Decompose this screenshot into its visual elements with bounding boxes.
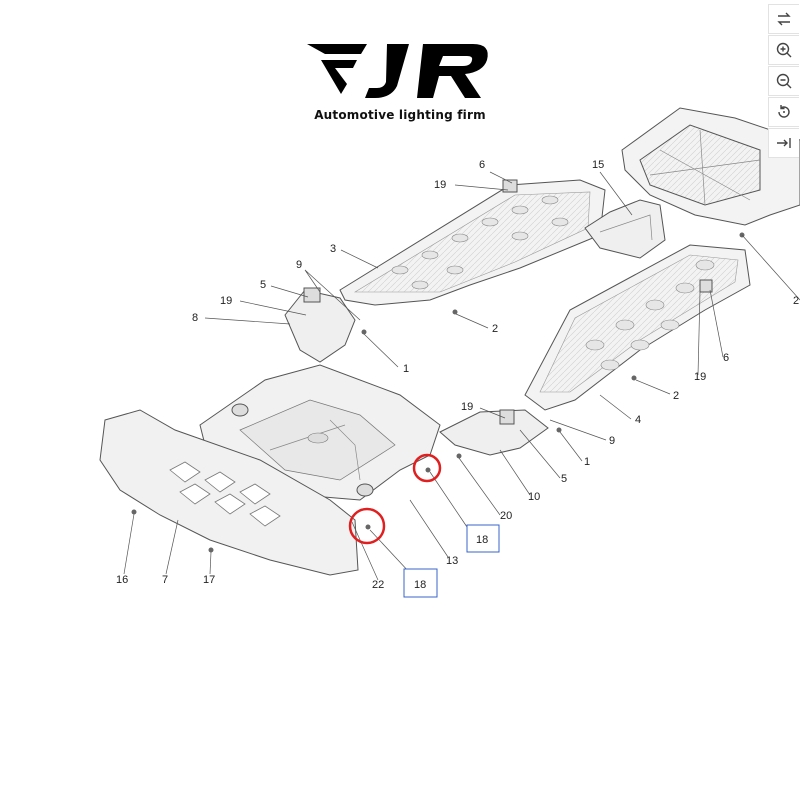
right-side-underbody-panel: [524, 244, 751, 411]
callout-19: 19: [220, 295, 232, 307]
brand-tagline: Automotive lighting firm: [314, 108, 486, 122]
highlight-circle-a: [412, 453, 442, 483]
callout-10: 10: [528, 491, 540, 503]
leader-lines: [123, 171, 724, 581]
bracket-part-10: [439, 409, 549, 456]
highlight-circle-b: [348, 507, 386, 545]
brand-header: Automotive lighting firm: [300, 38, 500, 122]
callout-2: 2: [492, 323, 498, 335]
callout-8: 8: [192, 312, 198, 324]
callout-9: 9: [296, 259, 302, 271]
callout-19: 19: [694, 371, 706, 383]
fit-button[interactable]: [768, 128, 799, 158]
fit-icon: [777, 138, 791, 148]
callout-4: 4: [635, 414, 641, 426]
left-side-underbody-panel: [339, 179, 606, 306]
callout-9: 9: [609, 435, 615, 447]
callout-labels: 19 6 15 3 9 5 19 8 1 2 6 19 2 4 19 9 1 5…: [116, 159, 799, 591]
highlight-circles: [348, 453, 442, 545]
callout-6: 6: [479, 159, 485, 171]
callout-5: 5: [260, 279, 266, 291]
zoom-in-icon: [776, 42, 792, 58]
callout-2: 2: [793, 295, 799, 307]
callout-22: 22: [372, 579, 384, 591]
callout-19: 19: [434, 179, 446, 191]
callout-16: 16: [116, 574, 128, 586]
callout-6: 6: [723, 352, 729, 364]
boxed-callout-18-a: 18: [466, 524, 500, 553]
swap-icon: [777, 12, 791, 26]
callout-3: 3: [330, 243, 336, 255]
callout-20: 20: [500, 510, 512, 522]
callout-5: 5: [561, 473, 567, 485]
callout-2: 2: [673, 390, 679, 402]
swap-button[interactable]: [768, 4, 799, 34]
front-splash-shield: [99, 409, 359, 576]
callout-13: 13: [446, 555, 458, 567]
callout-7: 7: [162, 574, 168, 586]
svg-text:18: 18: [476, 534, 488, 546]
boxed-callout-18-b: 18: [403, 568, 438, 598]
callout-15: 15: [592, 159, 604, 171]
rear-underbody-tray: [621, 107, 800, 301]
zoom-out-button[interactable]: [768, 66, 799, 96]
callout-1: 1: [403, 363, 409, 375]
bracket-part-15: [584, 199, 666, 259]
viewer-toolbar: [768, 4, 800, 159]
svg-text:18: 18: [414, 579, 426, 591]
callout-1: 1: [584, 456, 590, 468]
rotate-icon: [778, 105, 790, 118]
fjr-logo: [307, 44, 488, 98]
bracket-part-8: [284, 287, 356, 363]
zoom-out-icon: [776, 73, 792, 89]
zoom-in-button[interactable]: [768, 35, 799, 65]
fasteners: [131, 309, 637, 553]
rotate-button[interactable]: [768, 97, 799, 127]
callout-19: 19: [461, 401, 473, 413]
callout-17: 17: [203, 574, 215, 586]
